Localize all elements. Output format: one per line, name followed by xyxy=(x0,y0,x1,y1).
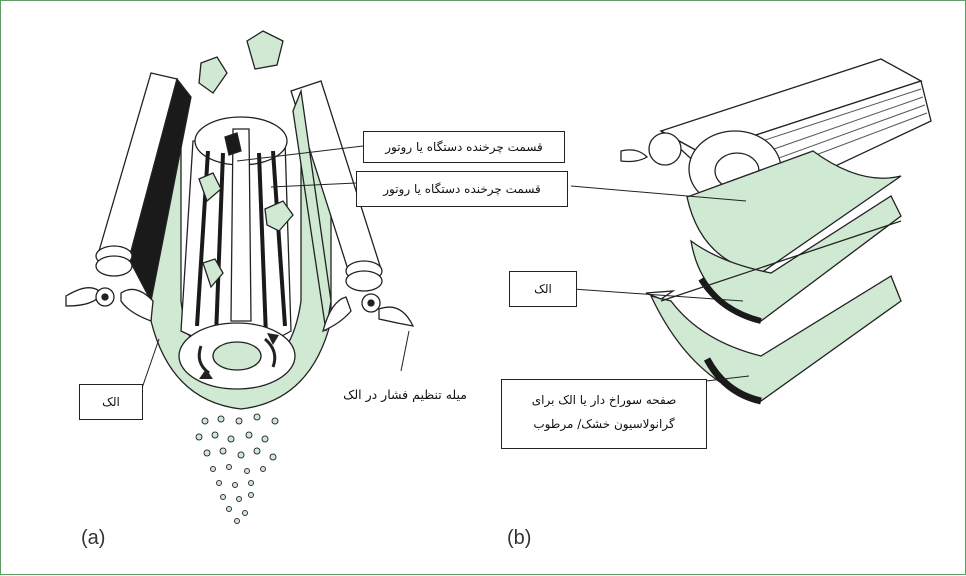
label-sieve-b: الک xyxy=(509,271,577,307)
label-sieve-a: الک xyxy=(79,384,143,420)
panel-tag-a: (a) xyxy=(81,527,105,550)
label-perforated-plate: صفحه سوراخ دار یا الک برای گرانولاسیون خ… xyxy=(501,379,707,449)
right-wing-nut xyxy=(379,307,413,326)
label-pressure-rod: میله تنظیم فشار در الک xyxy=(319,387,467,402)
label-rotor-bottom: قسمت چرخنده دستگاه یا روتور xyxy=(356,171,568,207)
label-rotor-top: قسمت چرخنده دستگاه یا روتور xyxy=(363,131,565,163)
output-particles xyxy=(196,414,278,524)
granulator-b xyxy=(571,59,931,401)
panel-tag-b: (b) xyxy=(507,527,531,550)
oscillating-granulator-a xyxy=(66,31,413,524)
